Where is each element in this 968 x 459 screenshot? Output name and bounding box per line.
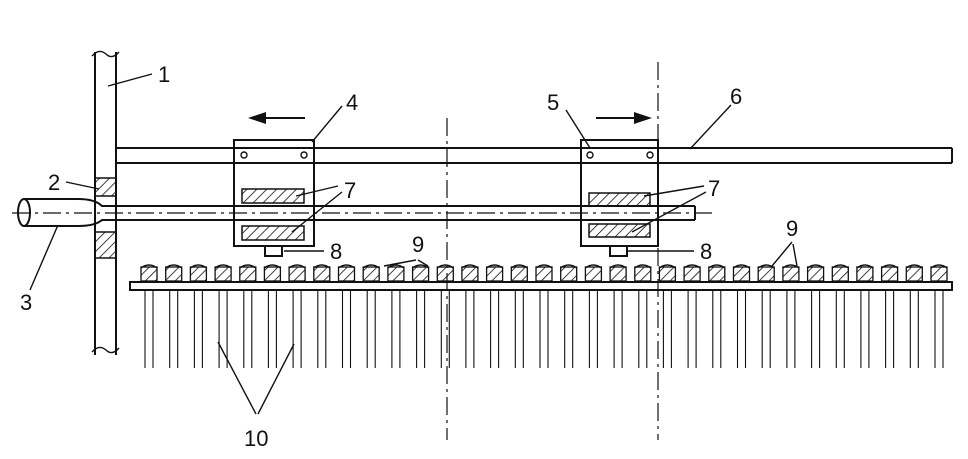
sensor-8-left (265, 246, 282, 256)
label-5: 5 (547, 90, 559, 115)
arrow-right-icon (596, 112, 652, 124)
needle-head (585, 265, 601, 281)
needle-head (363, 265, 379, 281)
needle-head (808, 265, 824, 281)
right-carriage (581, 140, 658, 256)
sensor-8-right (610, 246, 627, 256)
needle-row (141, 265, 947, 368)
label-9-right: 9 (786, 216, 798, 241)
needle-head (882, 265, 898, 281)
label-8-right: 8 (700, 239, 712, 264)
needle-bed (130, 282, 952, 290)
needle-head (734, 265, 750, 281)
needle-head (684, 265, 700, 281)
label-6: 6 (730, 84, 742, 109)
needle-head (264, 265, 280, 281)
label-1: 1 (158, 62, 170, 87)
needle-head (536, 265, 552, 281)
support-wall (92, 51, 119, 355)
needle-head (339, 265, 355, 281)
needle-head (413, 265, 429, 281)
label-4: 4 (346, 90, 358, 115)
needle-head (462, 265, 478, 281)
needle-head (832, 265, 848, 281)
needle-head (635, 265, 651, 281)
needle-head (783, 265, 799, 281)
hatched-element-top (242, 189, 304, 203)
needle-head (610, 265, 626, 281)
label-10: 10 (244, 426, 268, 451)
hatched-element-top (589, 193, 650, 206)
bearing-block (95, 178, 116, 258)
hatched-element-bottom (242, 226, 304, 240)
needle-head (388, 265, 404, 281)
needle-head (931, 265, 947, 281)
needle-head (215, 265, 231, 281)
label-7-right: 7 (708, 176, 720, 201)
label-2: 2 (48, 170, 60, 195)
needle-head (166, 265, 182, 281)
hatched-element-bottom (589, 224, 650, 237)
needle-head (487, 265, 503, 281)
label-9-left: 9 (412, 232, 424, 257)
label-3: 3 (20, 290, 32, 315)
needle-head (906, 265, 922, 281)
needle-head (314, 265, 330, 281)
left-carriage (234, 140, 314, 256)
needle-head (289, 265, 305, 281)
needle-head (437, 265, 453, 281)
label-8-left: 8 (330, 239, 342, 264)
needle-head (561, 265, 577, 281)
label-7-left: 7 (344, 178, 356, 203)
needle-head (758, 265, 774, 281)
needle-head (659, 265, 675, 281)
needle-head (709, 265, 725, 281)
needle-head (511, 265, 527, 281)
arrow-left-icon (248, 112, 305, 124)
needle-head (141, 265, 157, 281)
needle-head (240, 265, 256, 281)
needle-head (857, 265, 873, 281)
needle-head (190, 265, 206, 281)
